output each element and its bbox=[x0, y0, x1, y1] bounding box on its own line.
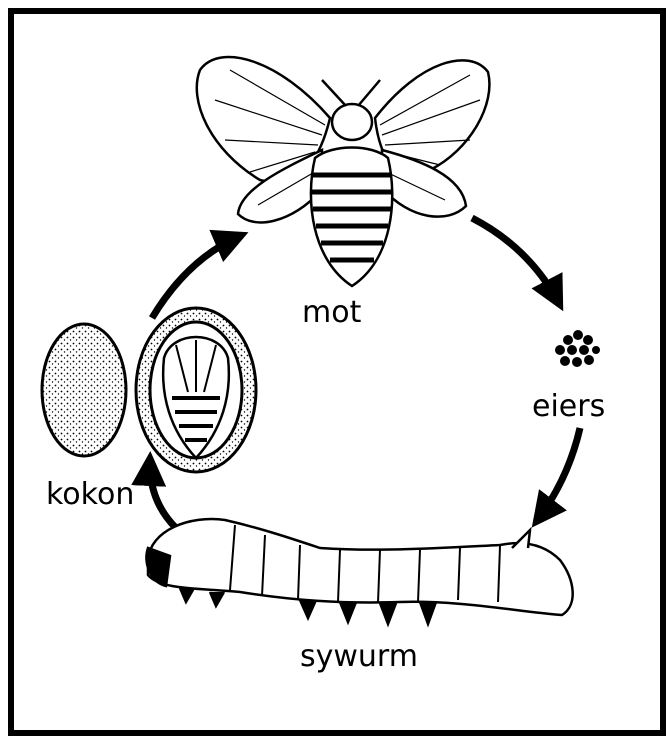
stage-label-eggs: eiers bbox=[532, 392, 605, 422]
pupa-illustration bbox=[136, 308, 256, 472]
arrow-silkworm-to-cocoon bbox=[150, 458, 176, 528]
stage-label-moth: mot bbox=[302, 298, 361, 328]
arrow-moth-to-eggs bbox=[472, 218, 560, 305]
silkworm-illustration bbox=[146, 519, 572, 624]
moth-illustration bbox=[197, 57, 490, 286]
arrow-eggs-to-silkworm bbox=[536, 428, 580, 522]
arrow-cocoon-to-moth bbox=[152, 235, 242, 318]
stage-label-cocoon: kokon bbox=[46, 480, 134, 510]
egg-cluster-illustration bbox=[555, 330, 600, 367]
cocoon-illustration bbox=[42, 324, 126, 456]
stage-label-silkworm: sywurm bbox=[300, 642, 418, 672]
